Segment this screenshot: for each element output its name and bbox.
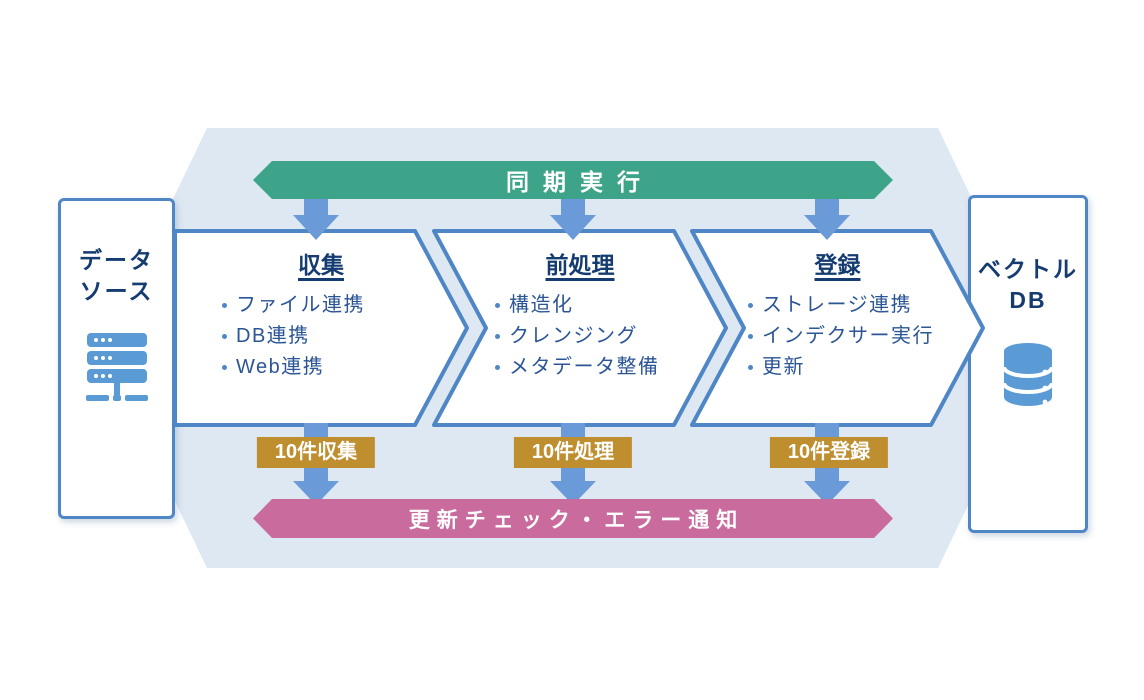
datasource-label-line1: データ [79, 247, 154, 273]
datasource-label-line2: ソース [79, 278, 154, 304]
stage-preprocess: 前処理 構造化 クレンジング メタデータ整備 [434, 240, 726, 426]
count-badge-collect: 10件収集 [256, 437, 376, 468]
datasource-label: データ ソース [79, 245, 154, 307]
server-icon [85, 333, 148, 401]
stage-item: 更新 [748, 352, 983, 383]
datasource-box: データ ソース [58, 198, 175, 519]
stage-item: ファイル連携 [222, 290, 467, 321]
stage-collect: 収集 ファイル連携 DB連携 Web連携 [175, 240, 467, 426]
notify-banner-label: 更新チェック・エラー通知 [408, 508, 745, 532]
count-badge-register: 10件登録 [769, 437, 889, 468]
stage-register: 登録 ストレージ連携 インデクサー実行 更新 [692, 240, 983, 426]
stage-register-items: ストレージ連携 インデクサー実行 更新 [748, 290, 983, 383]
count-badge-preprocess: 10件処理 [513, 437, 633, 468]
stage-register-title: 登録 [814, 252, 861, 278]
stage-item: ストレージ連携 [748, 290, 983, 321]
stage-item: インデクサー実行 [748, 321, 983, 352]
vectordb-box: ベクトル DB [968, 195, 1088, 533]
stage-item: DB連携 [222, 321, 467, 352]
sync-banner-label: 同期実行 [506, 169, 654, 195]
vectordb-label-line2: DB [1009, 287, 1047, 313]
stage-preprocess-title: 前処理 [545, 252, 615, 278]
vectordb-label-line1: ベクトル [978, 256, 1078, 282]
database-icon [1002, 343, 1054, 406]
vectordb-label: ベクトル DB [978, 254, 1078, 316]
stage-collect-items: ファイル連携 DB連携 Web連携 [222, 290, 467, 383]
stage-collect-title: 収集 [298, 252, 344, 278]
stage-item: Web連携 [222, 352, 467, 383]
